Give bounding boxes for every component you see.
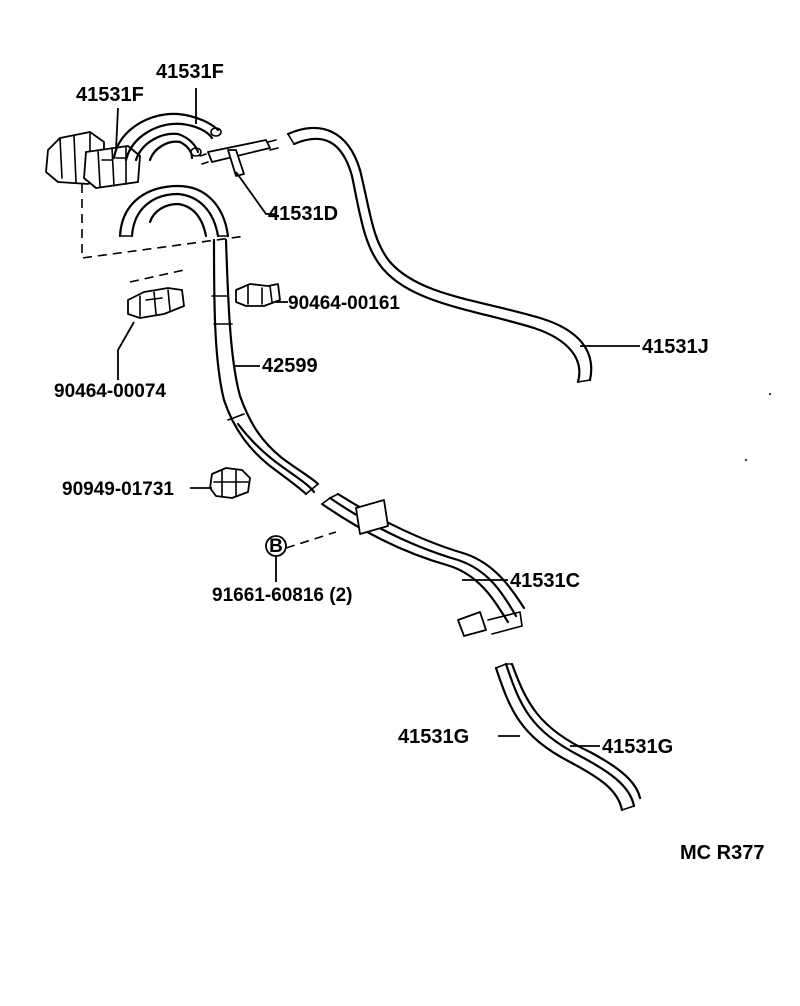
circled-b-marker: B: [265, 535, 287, 557]
assembly-dashed-lines: [81, 184, 337, 549]
pipe-41531G-pair: [494, 662, 642, 812]
label-41531D: 41531D: [268, 203, 338, 225]
label-90464-00161: 90464-00161: [288, 293, 400, 314]
hose-middle-loop: [118, 184, 230, 238]
hose-41531J: [286, 126, 593, 384]
pipe-41531C: [320, 492, 526, 637]
label-91661-60816: 91661-60816 (2): [212, 585, 353, 606]
label-41531F-top: 41531F: [156, 61, 224, 83]
reference-code: MC R377: [680, 842, 764, 864]
label-41531J: 41531J: [642, 336, 709, 358]
tee-connector-41531D: [199, 139, 279, 177]
b-marker-label: B: [269, 536, 283, 557]
clip-90949-01731: [209, 467, 251, 499]
label-41531G-right: 41531G: [602, 736, 673, 758]
hose-41531F-upper: [112, 112, 222, 162]
label-41531C: 41531C: [510, 570, 580, 592]
hose-42599: [211, 238, 320, 496]
clip-90464-00074: [127, 287, 185, 319]
label-90464-00074: 90464-00074: [54, 381, 166, 402]
label-42599: 42599: [262, 355, 318, 377]
label-41531F-left: 41531F: [76, 84, 144, 106]
leader-lines: [115, 88, 640, 747]
label-41531G-left: 41531G: [398, 726, 469, 748]
label-90949-01731: 90949-01731: [62, 479, 174, 500]
clip-90464-00161: [235, 283, 281, 307]
